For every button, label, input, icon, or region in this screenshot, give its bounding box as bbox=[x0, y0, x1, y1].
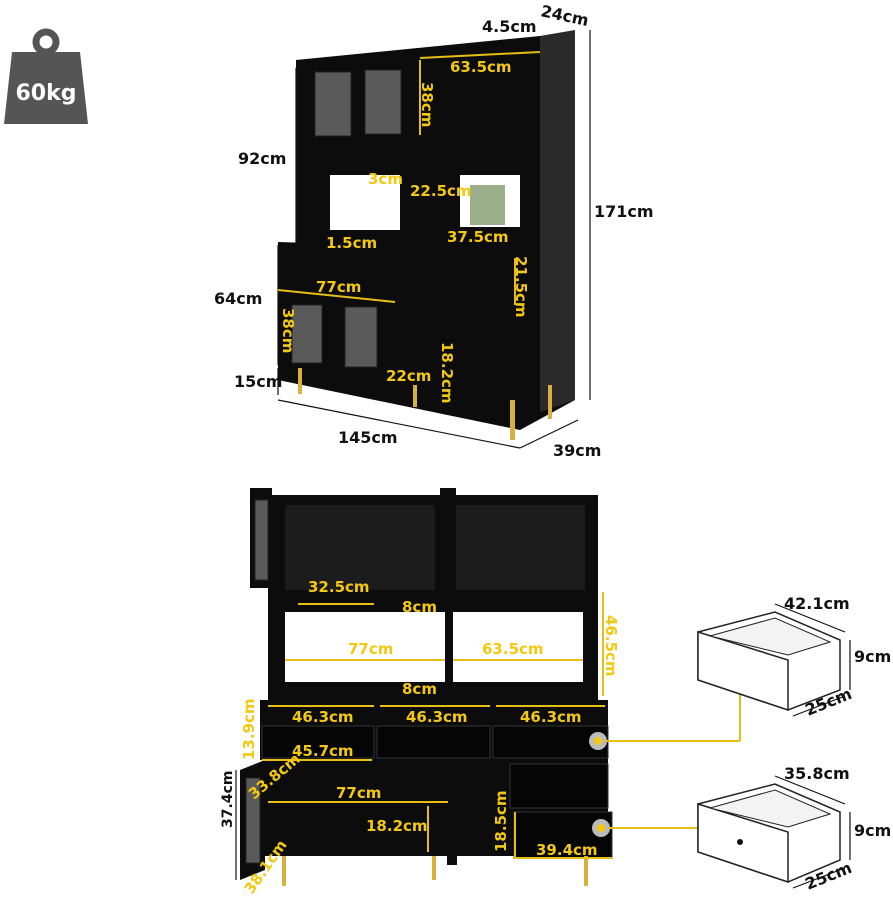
dim-label: 45.7cm bbox=[292, 742, 354, 760]
dim-label: 13.9cm bbox=[240, 698, 258, 760]
dim-label: 37.4cm bbox=[220, 771, 236, 828]
cabinet-front-open bbox=[235, 488, 741, 886]
dim-label: 46.5cm bbox=[602, 615, 620, 677]
dim-label: 145cm bbox=[338, 428, 398, 447]
dim-label: 18.2cm bbox=[366, 817, 428, 835]
dim-label: 77cm bbox=[336, 784, 381, 802]
weight-badge: 60kg bbox=[4, 28, 88, 124]
front-view-labels: 32.5cm 8cm 46.5cm 77cm 63.5cm 8cm 46.3cm… bbox=[220, 578, 620, 897]
dim-label: 1.5cm bbox=[326, 234, 377, 252]
dim-label: 8cm bbox=[402, 680, 437, 698]
dim-label: 64cm bbox=[214, 289, 262, 308]
dim-label: 63.5cm bbox=[450, 58, 512, 76]
top-view-labels: 4.5cm 24cm 63.5cm 38cm 92cm 3cm 22.5cm 1… bbox=[214, 1, 654, 460]
dim-label: 15cm bbox=[234, 372, 282, 391]
dim-label: 22.5cm bbox=[410, 182, 472, 200]
dim-label: 8cm bbox=[402, 598, 437, 616]
dim-label: 39cm bbox=[553, 441, 601, 460]
dim-label: 32.5cm bbox=[308, 578, 370, 596]
dim-label: 39.4cm bbox=[536, 841, 598, 859]
dim-label: 18.2cm bbox=[438, 342, 456, 404]
weight-label: 60kg bbox=[16, 81, 77, 106]
dim-label: 18.5cm bbox=[492, 790, 510, 852]
dim-label: 92cm bbox=[238, 149, 286, 168]
drawer-width-label: 42.1cm bbox=[784, 594, 850, 613]
dim-label: 38cm bbox=[418, 82, 436, 127]
dim-label: 21.5cm bbox=[512, 256, 530, 318]
drawer-diagram-upper: 42.1cm 9cm 25cm bbox=[697, 594, 891, 720]
weight-icon bbox=[4, 28, 88, 124]
dim-label: 4.5cm bbox=[482, 17, 537, 36]
dim-label: 24cm bbox=[539, 1, 590, 30]
cabinet-perspective bbox=[277, 30, 591, 449]
dim-label: 3cm bbox=[368, 170, 403, 188]
drawer-diagram-lower: 35.8cm 9cm 25cm bbox=[697, 764, 891, 894]
dim-label: 46.3cm bbox=[406, 708, 468, 726]
dim-label: 63.5cm bbox=[482, 640, 544, 658]
dim-label: 46.3cm bbox=[292, 708, 354, 726]
dim-label: 77cm bbox=[316, 278, 361, 296]
dim-label: 46.3cm bbox=[520, 708, 582, 726]
dim-label: 77cm bbox=[348, 640, 393, 658]
dim-label: 37.5cm bbox=[447, 228, 509, 246]
dim-label: 22cm bbox=[386, 367, 431, 385]
drawer-height-label: 9cm bbox=[854, 647, 891, 666]
drawer-width-label: 35.8cm bbox=[784, 764, 850, 783]
dim-label: 171cm bbox=[594, 202, 654, 221]
dim-label: 38cm bbox=[279, 308, 297, 353]
drawer-height-label: 9cm bbox=[854, 821, 891, 840]
